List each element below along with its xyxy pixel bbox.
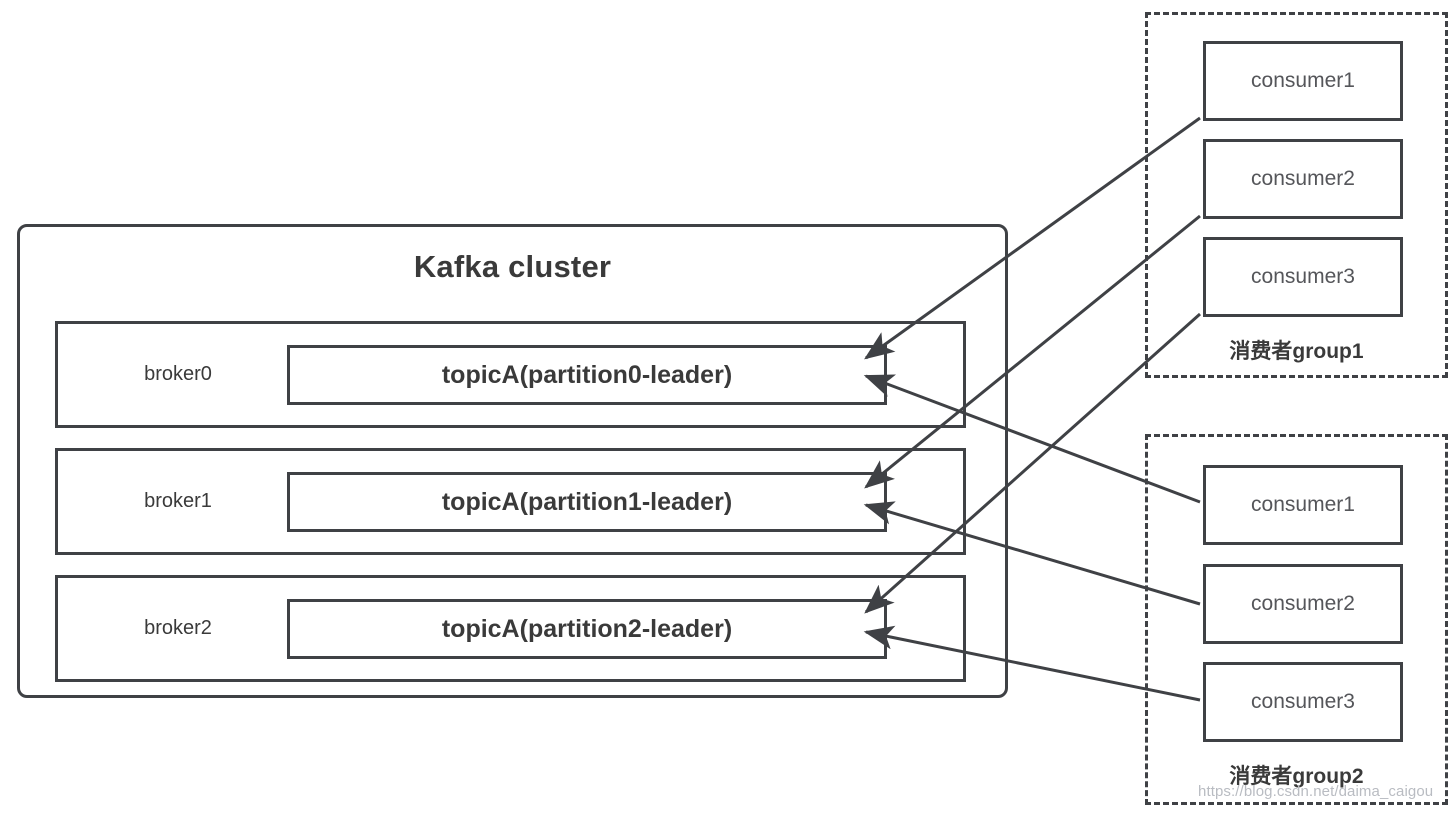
- consumer-box: consumer1: [1203, 41, 1403, 121]
- consumer-box: consumer3: [1203, 237, 1403, 317]
- consumer-box: consumer2: [1203, 564, 1403, 644]
- consumer-box: consumer3: [1203, 662, 1403, 742]
- consumer-group-2: consumer1 consumer2 consumer3 消费者group2: [1145, 434, 1448, 805]
- kafka-cluster-box: Kafka cluster broker0 topicA(partition0-…: [17, 224, 1008, 698]
- consumer-group-label: 消费者group2: [1229, 765, 1364, 788]
- broker-row: broker1 topicA(partition1-leader): [55, 448, 966, 555]
- broker-label: broker1: [144, 490, 212, 512]
- consumer-group-1: consumer1 consumer2 consumer3 消费者group1: [1145, 12, 1448, 378]
- partition-box: topicA(partition0-leader): [287, 345, 887, 405]
- broker-label: broker2: [144, 617, 212, 639]
- partition-box: topicA(partition2-leader): [287, 599, 887, 659]
- consumer-box: consumer1: [1203, 465, 1403, 545]
- consumer-box: consumer2: [1203, 139, 1403, 219]
- cluster-title: Kafka cluster: [413, 249, 612, 284]
- partition-box: topicA(partition1-leader): [287, 472, 887, 532]
- watermark-text: https://blog.csdn.net/daima_caigou: [1198, 783, 1434, 800]
- consumer-group-label: 消费者group1: [1229, 340, 1364, 363]
- broker-row: broker2 topicA(partition2-leader): [55, 575, 966, 682]
- broker-row: broker0 topicA(partition0-leader): [55, 321, 966, 428]
- broker-label: broker0: [144, 363, 212, 385]
